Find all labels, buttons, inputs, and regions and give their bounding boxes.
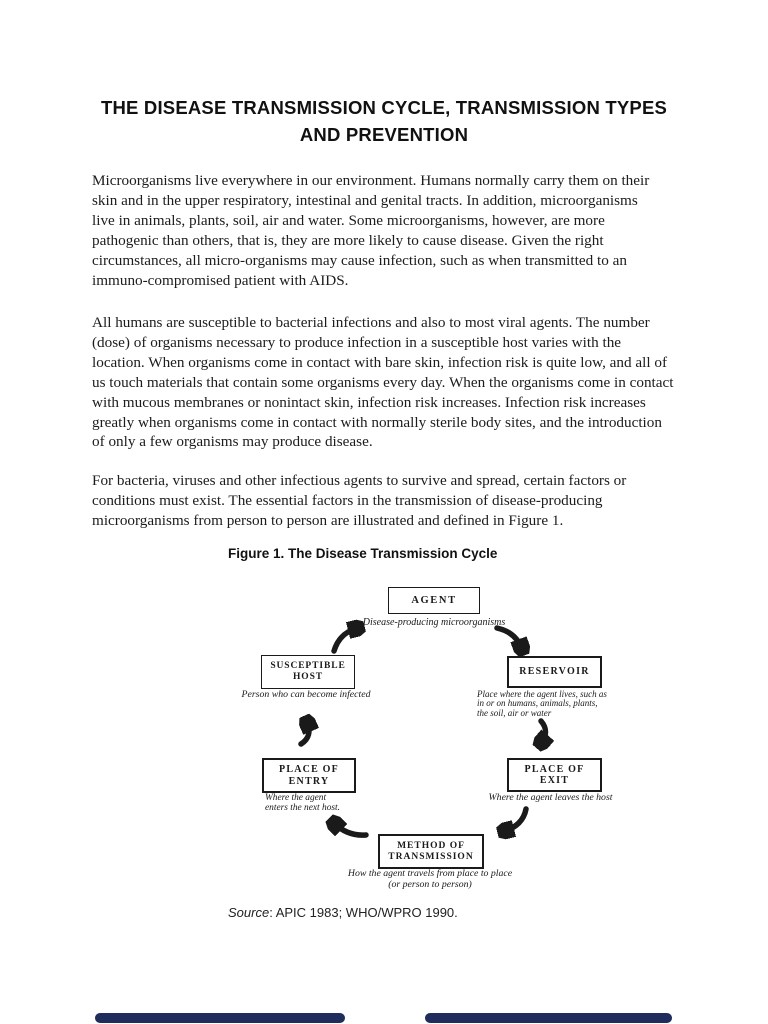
method-of-transmission-label: METHOD OF TRANSMISSION [388,840,474,862]
arrow-exit-to-method-icon [504,806,529,831]
susceptible-host-caption: Person who can become infected [241,689,371,700]
place-of-exit-label: PLACE OF EXIT [524,763,585,786]
place-of-entry-box: PLACE OF ENTRY [262,758,356,793]
agent-label: AGENT [411,594,457,606]
place-of-exit-box: PLACE OF EXIT [507,758,602,792]
method-of-transmission-caption: How the agent travels from place to plac… [347,868,513,890]
arrow-host-to-agent-icon [331,628,358,654]
agent-caption: Disease-producing microorganisms [362,617,506,628]
paragraph-1: Microorganisms live everywhere in our en… [92,172,650,289]
agent-box: AGENT [388,587,480,614]
arrow-agent-to-reservoir-icon [494,625,522,649]
arrow-reservoir-to-exit-icon [541,718,546,743]
source-text: : APIC 1983; WHO/WPRO 1990. [269,905,458,920]
footer-banner-left[interactable] [95,1013,345,1023]
paragraph-3: For bacteria, viruses and other infectio… [92,472,627,529]
reservoir-caption: Place where the agent lives, such as in … [477,689,607,718]
reservoir-label: RESERVOIR [519,666,590,678]
place-of-entry-caption: Where the agent enters the next host. [265,793,340,813]
place-of-exit-caption: Where the agent leaves the host [488,792,613,803]
figure-caption: Figure 1. The Disease Transmission Cycle [228,546,498,561]
arrow-entry-to-host-icon [298,722,309,747]
page-title: THE DISEASE TRANSMISSION CYCLE, TRANSMIS… [100,97,668,145]
footer-banner-right[interactable] [425,1013,672,1023]
reservoir-box: RESERVOIR [507,656,602,688]
place-of-entry-label: PLACE OF ENTRY [279,764,339,787]
method-of-transmission-box: METHOD OF TRANSMISSION [378,834,484,869]
paragraph-2: All humans are susceptible to bacterial … [92,314,674,451]
source-citation: Source: APIC 1983; WHO/WPRO 1990. [228,905,458,920]
source-label: Source [228,905,270,920]
susceptible-host-label: SUSCEPTIBLE HOST [270,661,346,682]
susceptible-host-box: SUSCEPTIBLE HOST [261,655,355,689]
arrow-method-to-entry-icon [334,823,369,838]
